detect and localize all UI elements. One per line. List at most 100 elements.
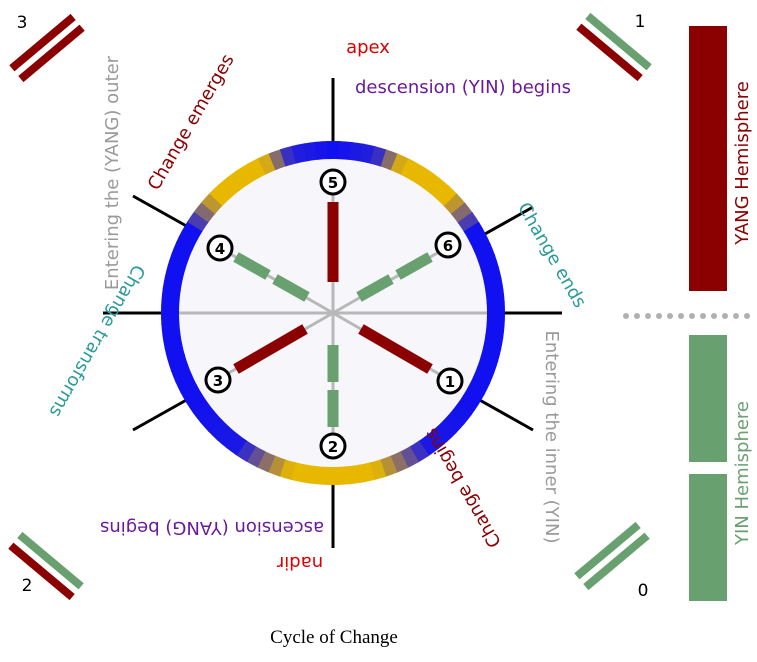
yang-line-1	[358, 324, 433, 374]
ring-segment	[442, 411, 465, 434]
ring-segment	[181, 220, 204, 241]
ring-segment	[187, 210, 210, 232]
ring-segment	[449, 403, 473, 425]
yin-hemisphere-bar-lower	[689, 474, 727, 601]
marker-2: 2	[319, 432, 347, 460]
ring-segment	[336, 466, 351, 485]
entering-inner-label: Entering the inner (YIN)	[541, 331, 562, 544]
ring-segment	[301, 464, 317, 485]
svg-text:3: 3	[213, 372, 223, 390]
ring-segment	[192, 402, 216, 424]
ring-segment	[485, 289, 505, 304]
yang-hemisphere-label: YANG Hemisphere	[732, 81, 753, 246]
ring-segment	[313, 465, 328, 485]
ring-segment	[456, 394, 479, 416]
ring-segment	[370, 146, 388, 168]
marker-6: 6	[434, 231, 462, 259]
ring-segment	[462, 385, 485, 406]
svg-text:1: 1	[445, 373, 455, 391]
svg-text:5: 5	[328, 174, 338, 192]
digram-top-left	[9, 13, 85, 83]
ring-segment	[368, 459, 387, 481]
yin-hemisphere-bar-upper	[689, 335, 727, 462]
ring-segment	[175, 374, 198, 394]
ring-segment	[167, 353, 189, 372]
ring-segment	[378, 455, 398, 478]
ring-segment	[389, 451, 409, 474]
marker-1: 1	[436, 367, 464, 395]
ring-segment	[380, 149, 400, 171]
ring-segment	[359, 143, 377, 164]
corner-number-top-right: 1	[635, 12, 646, 32]
ring-segment	[217, 176, 240, 199]
ring-segment	[480, 344, 502, 363]
cycle-ring	[161, 141, 505, 485]
ring-segment	[473, 243, 496, 262]
yin-hemisphere-label: YIN Hemisphere	[732, 401, 753, 546]
ring-segment	[266, 455, 286, 477]
ring-segment	[483, 334, 504, 351]
ring-segment	[463, 221, 486, 243]
position-markers: 5 2 4 6 3 1	[204, 168, 464, 460]
ring-segment	[268, 148, 288, 171]
ring-segment	[162, 275, 183, 292]
change-begins-label: Change begins	[421, 424, 506, 551]
ring-segment	[303, 141, 319, 162]
ring-segment	[435, 185, 458, 208]
ring-segment	[443, 193, 466, 216]
ring-segment	[164, 343, 185, 361]
change-emerges-label: Change emerges	[144, 51, 239, 194]
ring-segment	[427, 177, 450, 200]
ring-segment	[235, 439, 257, 462]
ring-segment	[180, 383, 203, 405]
yin-line-6	[356, 252, 433, 302]
ring-segment	[390, 153, 411, 176]
ring-segment	[450, 202, 474, 224]
outer-axis-lines	[103, 78, 562, 548]
diagram-caption: Cycle of Change	[270, 627, 398, 648]
digram-top-right	[576, 12, 652, 82]
ring-segment	[209, 183, 232, 207]
digram-bottom-left	[8, 531, 84, 601]
ring-segment	[227, 169, 249, 192]
corner-number-top-left: 3	[17, 13, 28, 33]
ring-segment	[398, 446, 419, 469]
digram-bottom-right	[574, 521, 650, 591]
ring-segment	[472, 365, 495, 385]
ring-segment	[167, 252, 189, 271]
ring-segment	[400, 158, 421, 181]
hemisphere-divider	[623, 313, 750, 319]
corner-number-bottom-right: 0	[638, 581, 649, 601]
descension-label: descension (YIN) begins	[355, 77, 571, 98]
ring-segment	[483, 277, 504, 294]
ring-segment	[161, 299, 180, 314]
change-transforms-label: Change transforms	[45, 261, 149, 421]
ring-segment	[170, 364, 193, 383]
ring-segment	[289, 462, 307, 483]
apex-label: apex	[346, 37, 390, 58]
ring-segment	[278, 458, 296, 480]
ring-segment	[347, 464, 363, 485]
svg-text:4: 4	[215, 240, 225, 258]
ring-segment	[162, 332, 183, 349]
ring-segment	[161, 322, 181, 337]
ring-segment	[175, 230, 198, 251]
ring-segment	[245, 445, 266, 468]
ring-segment	[338, 141, 353, 161]
ring-segment	[315, 141, 330, 160]
corner-number-bottom-left: 2	[22, 576, 33, 596]
ring-segment	[468, 375, 491, 396]
ring-segment	[419, 170, 441, 193]
ring-segment	[477, 254, 499, 273]
ring-segment	[468, 232, 491, 252]
yang-line-3	[233, 324, 308, 374]
ring-segment	[257, 152, 277, 175]
ring-segment	[186, 393, 209, 415]
ring-segment	[409, 164, 431, 187]
yang-hemisphere-bar	[689, 26, 727, 291]
marker-5: 5	[319, 168, 347, 196]
ring-segment	[193, 201, 217, 223]
ring-segment	[481, 265, 502, 283]
spoke-lines	[233, 202, 433, 427]
entering-outer-label: Entering the (YANG) outer	[102, 55, 123, 290]
